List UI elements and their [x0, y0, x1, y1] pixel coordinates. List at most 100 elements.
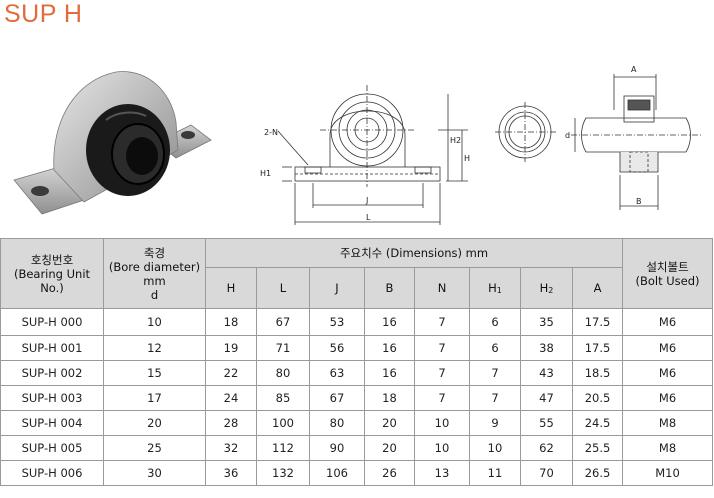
table-cell: 80 — [309, 410, 365, 436]
table-cell: M6 — [622, 360, 714, 386]
header-dim: H1 — [469, 267, 521, 309]
table-cell: 67 — [256, 308, 310, 336]
table-cell: 132 — [256, 460, 310, 486]
table-cell: 10 — [414, 435, 470, 461]
table-cell: 63 — [309, 360, 365, 386]
table-cell: 7 — [414, 335, 470, 361]
header-dim: J — [309, 267, 365, 309]
header-dim: H — [205, 267, 257, 309]
table-cell: M6 — [622, 385, 714, 411]
table-cell: 18 — [205, 308, 257, 336]
table-cell: 25.5 — [571, 435, 624, 461]
header-dim: N — [414, 267, 470, 309]
table-cell: 112 — [256, 435, 310, 461]
label-a: A — [631, 65, 637, 74]
table-cell: M6 — [622, 335, 714, 361]
table-cell: 15 — [103, 360, 206, 386]
table-cell: SUP-H 006 — [0, 460, 104, 486]
product-photo — [13, 71, 212, 215]
table-cell: M8 — [622, 410, 714, 436]
header-dim: L — [256, 267, 310, 309]
table-cell: 16 — [364, 360, 415, 386]
table-cell: 17.5 — [571, 335, 624, 361]
table-cell: 22 — [205, 360, 257, 386]
table-cell: 24 — [205, 385, 257, 411]
table-cell: M6 — [622, 308, 714, 336]
table-cell: 55 — [520, 410, 573, 436]
table-cell: 20 — [364, 435, 415, 461]
table-cell: 38 — [520, 335, 573, 361]
label-h2: H2 — [450, 136, 461, 145]
table-cell: 7 — [414, 385, 470, 411]
table-cell: 36 — [205, 460, 257, 486]
table-cell: 43 — [520, 360, 573, 386]
table-cell: 17.5 — [571, 308, 624, 336]
header-dim: B — [364, 267, 415, 309]
table-cell: 20.5 — [571, 385, 624, 411]
table-cell: 7 — [414, 360, 470, 386]
table-cell: 7 — [469, 385, 521, 411]
table-cell: M10 — [622, 460, 714, 486]
table-cell: 56 — [309, 335, 365, 361]
label-d: d — [565, 131, 570, 140]
table-cell: 80 — [256, 360, 310, 386]
label-j: J — [365, 196, 368, 205]
label-2-n: 2-N — [264, 128, 278, 137]
front-view-drawing: 2-N H1 H2 H J L — [260, 85, 470, 225]
table-cell: 85 — [256, 385, 310, 411]
table-cell: 26 — [364, 460, 415, 486]
table-cell: 11 — [469, 460, 521, 486]
label-h1: H1 — [260, 169, 271, 178]
table-cell: 6 — [469, 308, 521, 336]
table-cell: SUP-H 002 — [0, 360, 104, 386]
table-cell: 26.5 — [571, 460, 624, 486]
header-dimensions: 주요치수 (Dimensions) mm — [204, 238, 624, 268]
label-h: H — [464, 154, 470, 163]
table-cell: 25 — [103, 435, 206, 461]
table-cell: 67 — [309, 385, 365, 411]
table-cell: SUP-H 000 — [0, 308, 104, 336]
table-cell: 12 — [103, 335, 206, 361]
header-dim: H2 — [520, 267, 573, 309]
table-cell: 16 — [364, 308, 415, 336]
table-cell: 35 — [520, 308, 573, 336]
table-cell: 17 — [103, 385, 206, 411]
label-l: L — [366, 213, 371, 222]
table-cell: SUP-H 004 — [0, 410, 104, 436]
page-title: SUP H — [4, 0, 83, 28]
table-cell: SUP-H 005 — [0, 435, 104, 461]
table-cell: 70 — [520, 460, 573, 486]
side-view-drawing: A B d — [565, 65, 701, 210]
label-b: B — [636, 197, 642, 206]
table-cell: 10 — [469, 435, 521, 461]
table-cell: M8 — [622, 435, 714, 461]
table-cell: 19 — [205, 335, 257, 361]
table-cell: 10 — [103, 308, 206, 336]
header-dim: A — [571, 267, 624, 309]
table-cell: 13 — [414, 460, 470, 486]
table-cell: 20 — [364, 410, 415, 436]
table-cell: 6 — [469, 335, 521, 361]
table-cell: 47 — [520, 385, 573, 411]
table-cell: 9 — [469, 410, 521, 436]
table-cell: 30 — [103, 460, 206, 486]
table-cell: 32 — [205, 435, 257, 461]
table-cell: 71 — [256, 335, 310, 361]
table-cell: 10 — [414, 410, 470, 436]
spec-table: 호칭번호 (Bearing Unit No.) 축경 (Bore diamete… — [0, 238, 714, 486]
table-cell: 18 — [364, 385, 415, 411]
table-cell: 18.5 — [571, 360, 624, 386]
header-bolt: 설치볼트 (Bolt Used) — [622, 238, 714, 309]
table-cell: 7 — [469, 360, 521, 386]
header-code: 호칭번호 (Bearing Unit No.) — [0, 238, 104, 309]
table-cell: 90 — [309, 435, 365, 461]
table-cell: 28 — [205, 410, 257, 436]
table-cell: 62 — [520, 435, 573, 461]
